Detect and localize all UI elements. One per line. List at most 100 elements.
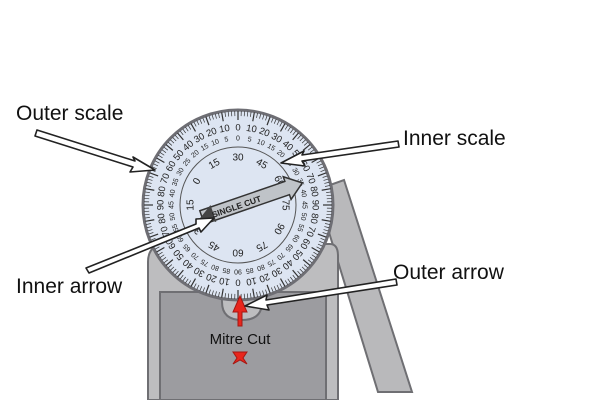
inner-arrow-label: Inner arrow <box>16 275 123 298</box>
dial-tick <box>271 117 274 123</box>
dial-tick <box>153 163 159 167</box>
dial-tick <box>158 251 163 256</box>
dial-tick <box>190 123 197 132</box>
dial-tick <box>292 274 297 280</box>
dial-tick <box>252 288 255 298</box>
outer-label: 30 <box>269 131 284 146</box>
inner-label: 70 <box>190 250 201 260</box>
dial-tick <box>218 291 220 298</box>
dial-tick <box>205 284 210 294</box>
inner-label: 5 <box>224 136 229 144</box>
dial-tick <box>196 284 200 290</box>
dial-tick <box>185 126 189 132</box>
mid-label: 90 <box>271 221 286 237</box>
dial-tick <box>250 111 252 117</box>
dial-tick <box>317 172 327 177</box>
dial-tick <box>147 178 153 181</box>
dial-tick <box>324 181 330 184</box>
dial-tick <box>211 114 214 120</box>
dial-tick <box>252 112 255 122</box>
dial-tick <box>311 246 320 253</box>
dial-tick <box>317 233 327 238</box>
callout-arrows <box>34 129 400 311</box>
dial-tick <box>144 217 150 219</box>
dial-tick <box>224 293 226 299</box>
dial-tick <box>167 141 173 146</box>
inner-label: 0 <box>236 136 240 143</box>
inner-label: 75 <box>200 257 210 267</box>
dial-tick <box>316 246 322 250</box>
inner-label: 75 <box>266 257 276 267</box>
outer-arrow-callout <box>244 278 398 311</box>
dial-tick <box>266 284 271 294</box>
outer-label: 0 <box>235 123 240 134</box>
dial-tick <box>159 152 165 156</box>
outer-label: 30 <box>269 264 284 279</box>
inner-label: 5 <box>247 136 252 144</box>
inner-label: 55 <box>171 223 180 233</box>
dial-tick <box>326 191 332 193</box>
dial-tick <box>144 191 150 193</box>
dial-tick <box>326 194 332 197</box>
inner-label: 60 <box>290 233 300 243</box>
dial-tick <box>323 178 329 181</box>
dial-tick <box>199 118 203 124</box>
inner-label: 10 <box>211 138 221 147</box>
inner-label: 15 <box>200 143 210 153</box>
inner-label: 40 <box>299 189 307 198</box>
inner-label: 15 <box>266 143 276 153</box>
dial-tick <box>154 246 160 250</box>
outer-label: 10 <box>245 274 257 287</box>
dial-tick <box>317 243 323 247</box>
dial-tick <box>292 130 297 136</box>
mid-label: 60 <box>232 247 244 258</box>
dial-tick <box>172 268 177 273</box>
dial-tick <box>151 166 157 170</box>
dial-tick <box>156 157 165 164</box>
dial-tick <box>182 128 186 134</box>
dial-tick <box>202 287 205 293</box>
dial-tick <box>170 266 175 271</box>
dial-tick <box>163 146 169 151</box>
dial-tick <box>156 246 165 253</box>
dial-tick <box>185 278 189 284</box>
dial-tick <box>326 217 332 219</box>
dial-tick <box>319 240 325 244</box>
dial-tick <box>145 219 155 222</box>
mid-label: 0 <box>191 176 204 187</box>
inner-scale-label: Inner scale <box>403 127 506 150</box>
dial-tick <box>221 288 224 298</box>
dial-tick <box>227 293 230 299</box>
dial-tick <box>316 160 322 164</box>
dial-tick <box>279 123 286 132</box>
inner-label: 85 <box>222 266 231 274</box>
dial-tick <box>256 112 258 119</box>
dial-tick <box>211 290 214 296</box>
outer-label: 30 <box>192 264 207 279</box>
dial-tick <box>167 264 173 269</box>
outer-label: 20 <box>205 126 219 140</box>
inner-label: 20 <box>190 149 201 159</box>
mid-label: 75 <box>280 199 291 211</box>
dial-tick <box>145 223 152 225</box>
dial-tick <box>273 286 277 292</box>
dial-tick <box>271 287 274 293</box>
outer-label: 80 <box>156 185 169 197</box>
dial-tick <box>279 278 286 287</box>
dial-tick <box>284 125 289 130</box>
mid-label: 15 <box>207 157 223 172</box>
dial-tick <box>182 276 186 282</box>
dial-tick <box>309 149 315 153</box>
dial-tick <box>284 280 289 285</box>
dial-tick <box>224 111 226 117</box>
dial-tick <box>301 266 306 271</box>
outer-label: 60 <box>297 236 312 251</box>
dial-tick <box>148 175 154 178</box>
dial-tick <box>287 278 291 284</box>
outer-label: 10 <box>218 123 230 136</box>
dial-tick <box>214 291 217 297</box>
outer-label: 60 <box>164 159 179 174</box>
dial-tick <box>273 118 277 124</box>
dial-tick <box>187 125 192 130</box>
dial-tick <box>324 226 330 229</box>
